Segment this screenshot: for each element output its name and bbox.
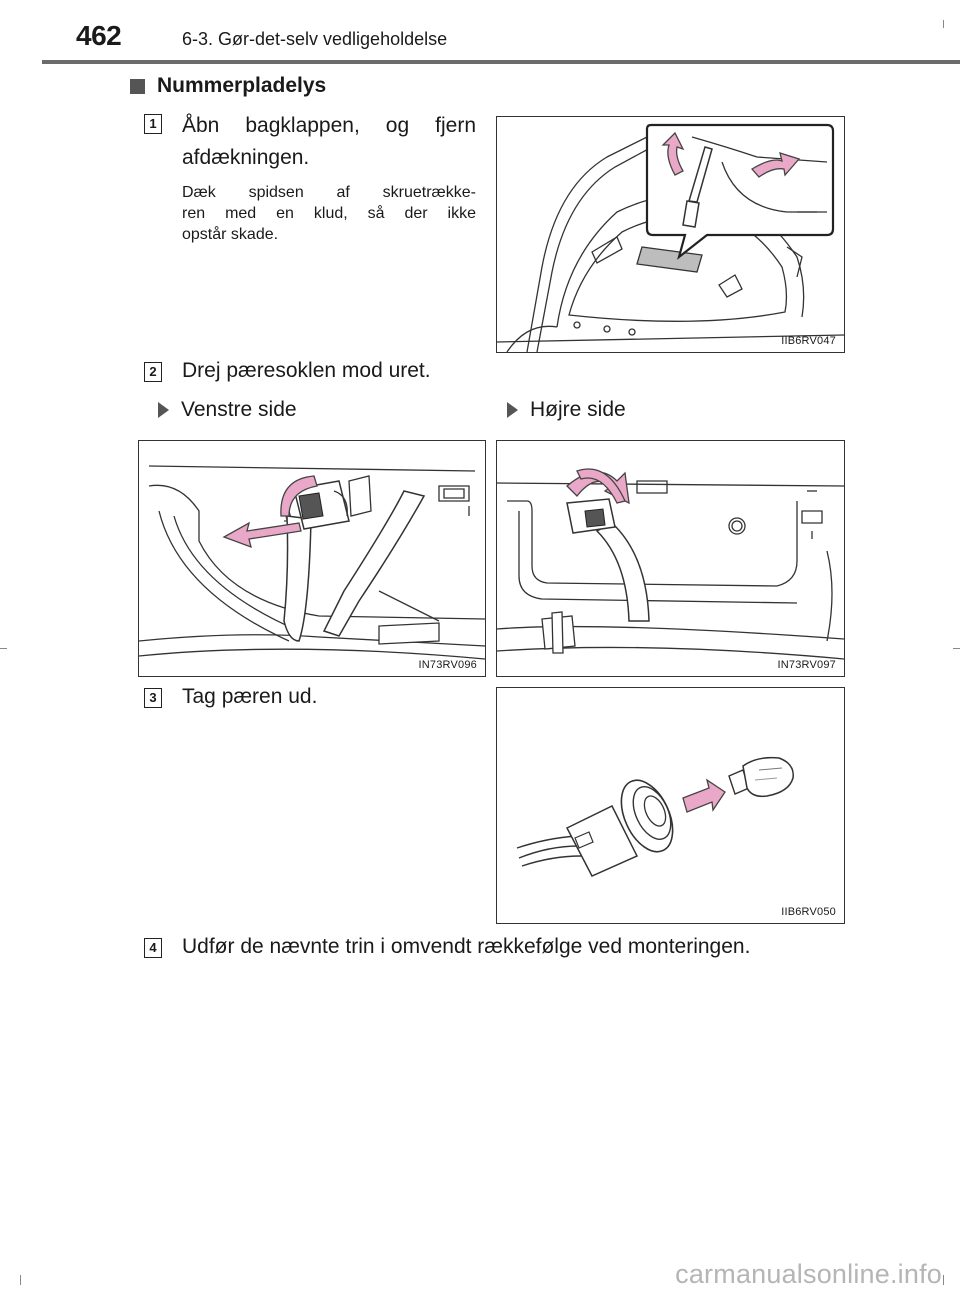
figure-code-1: IIB6RV047 [781, 335, 836, 347]
crop-mark [943, 1275, 944, 1285]
triangle-bullet-icon [507, 402, 518, 418]
step-1-note-line1: Dæk spidsen af skruetrække- [182, 184, 476, 201]
step-1-text-line2: afdækningen. [182, 146, 310, 169]
crop-mark [953, 648, 960, 649]
header-divider [42, 60, 960, 64]
step-2-text: Drej pæresoklen mod uret. [182, 359, 431, 382]
figure-code-2-right: IN73RV097 [777, 659, 836, 671]
left-socket-illustration [139, 465, 485, 660]
square-bullet-icon [130, 78, 145, 94]
figure-left-socket: IN73RV096 [138, 440, 486, 677]
step-4-text: Udfør de nævnte trin i omvendt rækkefølg… [182, 935, 751, 958]
section-heading-text: Nummerpladelys [157, 74, 327, 97]
crop-mark [0, 648, 7, 649]
header-section-title: 6-3. Gør-det-selv vedligeholdelse [182, 29, 448, 49]
step-number-2: 2 [144, 362, 162, 382]
crop-mark [20, 1275, 21, 1285]
step-1-text-line1: Åbn bagklappen, og fjern [182, 114, 476, 137]
step-3-text: Tag pæren ud. [182, 685, 318, 708]
step-number-1: 1 [144, 114, 162, 134]
figure-tailgate-cover: IIB6RV047 [496, 116, 845, 353]
triangle-bullet-icon [158, 402, 169, 418]
crop-mark [943, 20, 944, 28]
left-side-label: Venstre side [158, 398, 297, 422]
figure-remove-bulb: IIB6RV050 [496, 687, 845, 924]
step-number-3: 3 [144, 688, 162, 708]
figure-code-3: IIB6RV050 [781, 906, 836, 918]
figure-right-socket: IN73RV097 [496, 440, 845, 677]
right-side-label: Højre side [507, 398, 626, 422]
step-1-note-line3: opstår skade. [182, 226, 279, 243]
right-socket-illustration [497, 468, 844, 660]
step-1-note-line2: ren med en klud, så der ikke [182, 205, 476, 222]
step-number-4: 4 [144, 938, 162, 958]
tailgate-illustration [497, 123, 844, 352]
section-heading: Nummerpladelys [130, 74, 326, 98]
figure-code-2-left: IN73RV096 [418, 659, 477, 671]
watermark: carmanualsonline.info [675, 1259, 942, 1289]
bulb-removal-illustration [516, 756, 794, 877]
page-number: 462 [76, 20, 122, 51]
